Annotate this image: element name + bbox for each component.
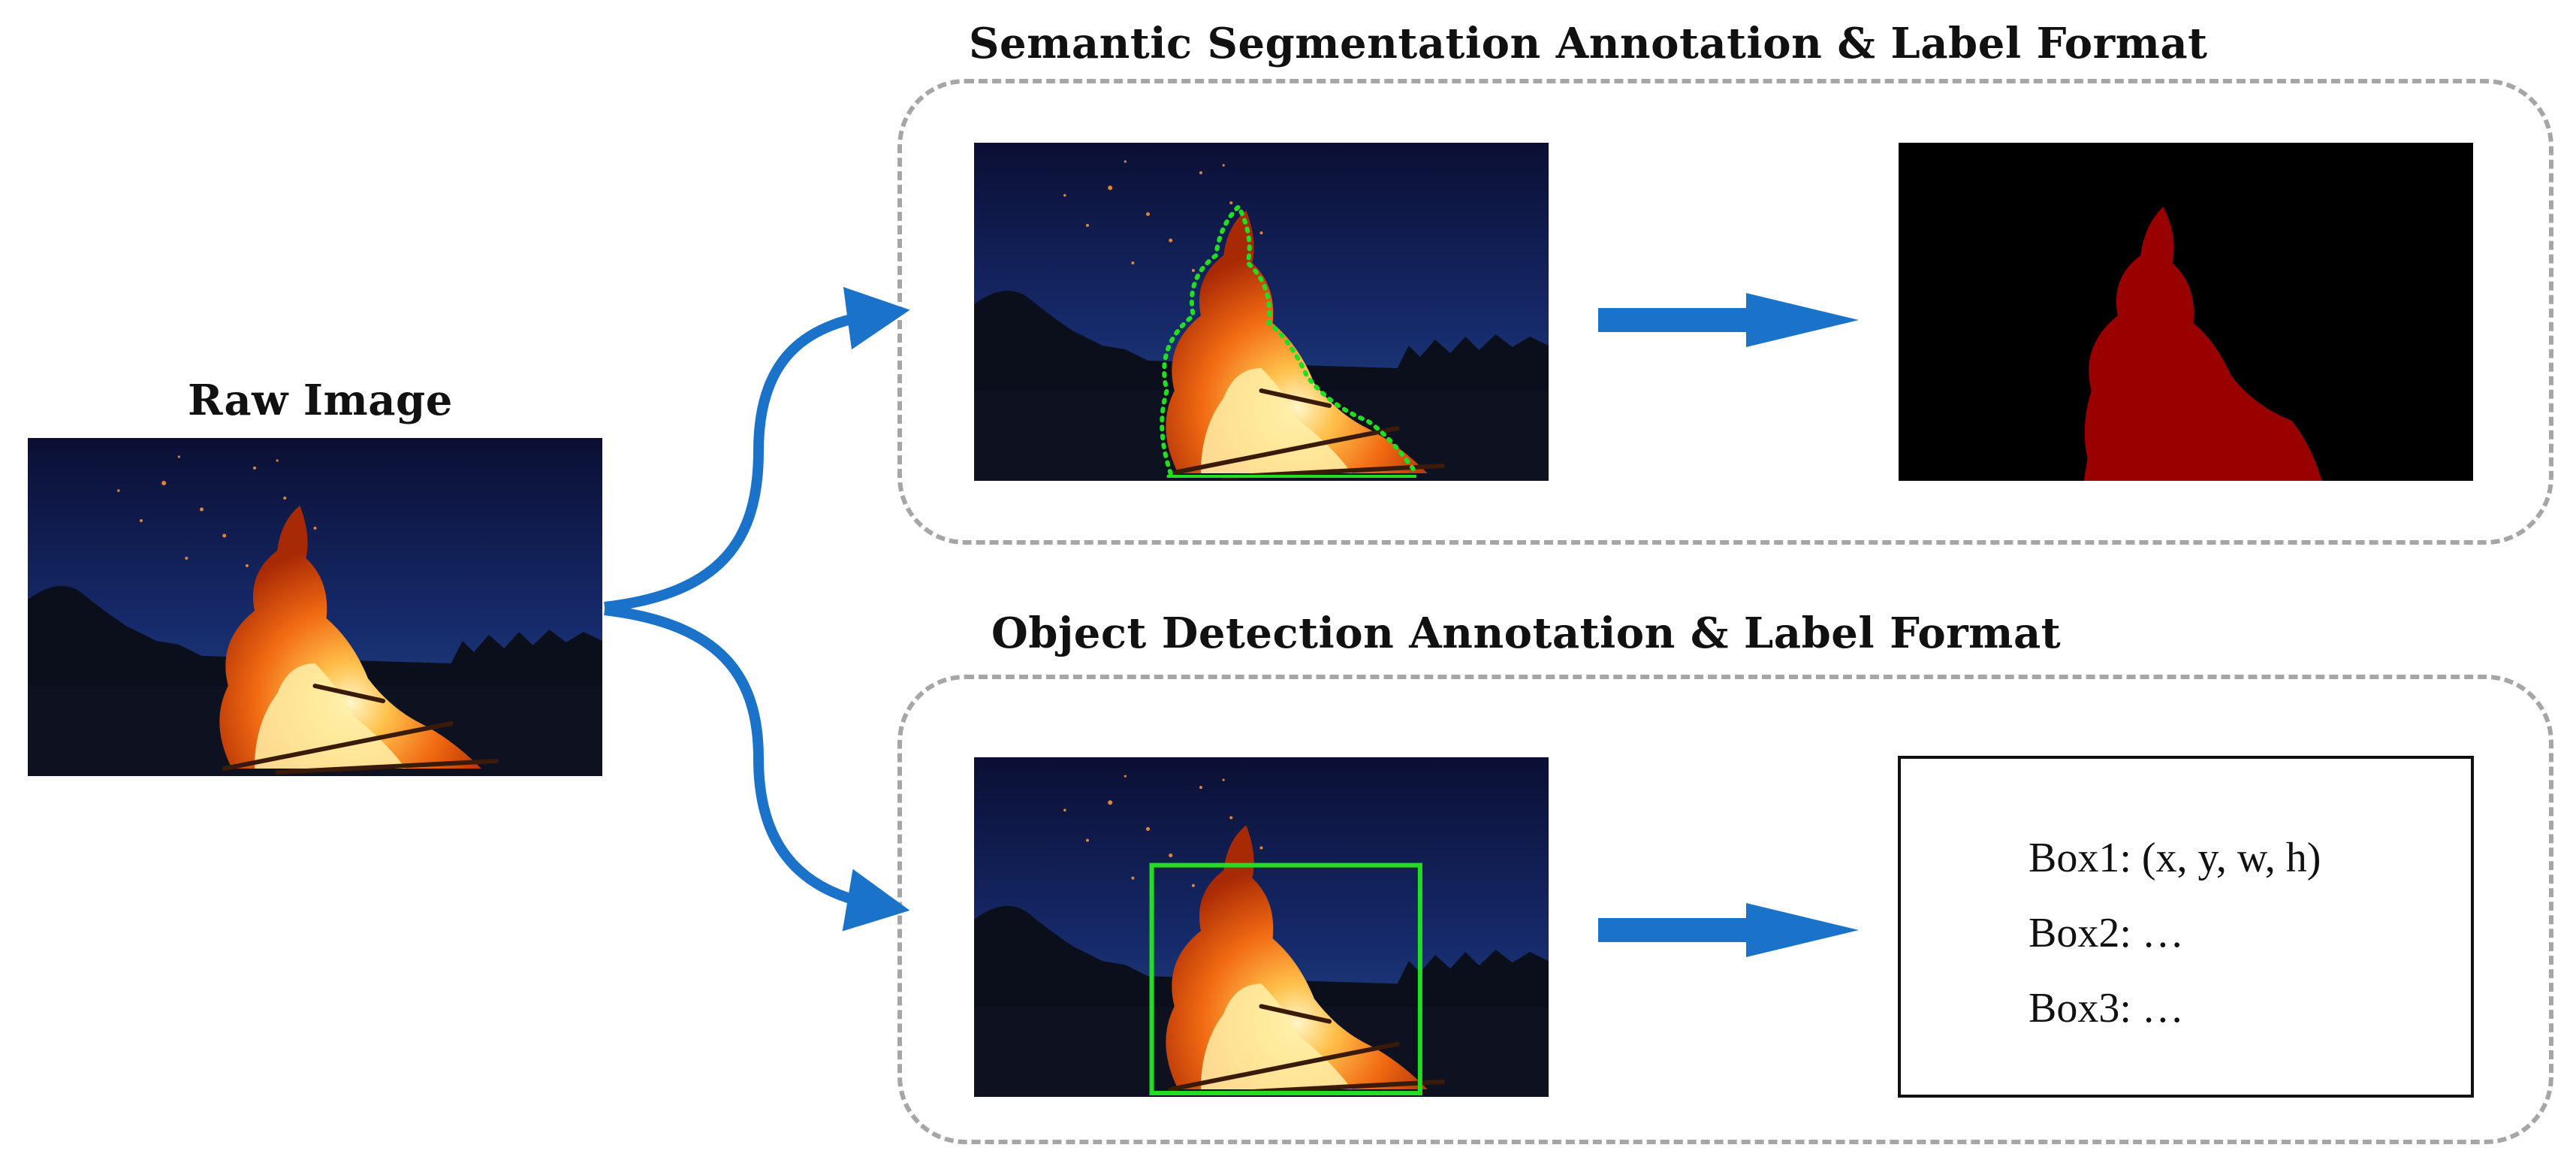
segmentation-polygon — [1160, 202, 1419, 476]
segmentation-annotated-image — [974, 143, 1549, 481]
box2-label: Box2: … — [2029, 910, 2184, 956]
box1-label: Box1: (x, y, w, h) — [2029, 835, 2321, 881]
segmentation-mask-image — [1899, 143, 2473, 481]
curve-arrow-to-segmentation — [604, 286, 910, 612]
detection-title: Object Detection Annotation & Label Form… — [991, 609, 2062, 658]
detection-label-box: Box1: (x, y, w, h) Box2: … Box3: … — [1898, 756, 2474, 1098]
box3-label: Box3: … — [2029, 985, 2184, 1032]
raw-image-title: Raw Image — [188, 376, 453, 425]
straight-arrow-detection — [1598, 903, 1859, 957]
curve-arrow-to-detection — [604, 605, 910, 932]
segmentation-title: Semantic Segmentation Annotation & Label… — [969, 19, 2208, 68]
straight-arrow-segmentation — [1598, 293, 1859, 347]
detection-annotated-image — [974, 757, 1549, 1097]
segmentation-mask-shape — [2083, 207, 2322, 481]
detection-bounding-box — [1149, 862, 1422, 1095]
